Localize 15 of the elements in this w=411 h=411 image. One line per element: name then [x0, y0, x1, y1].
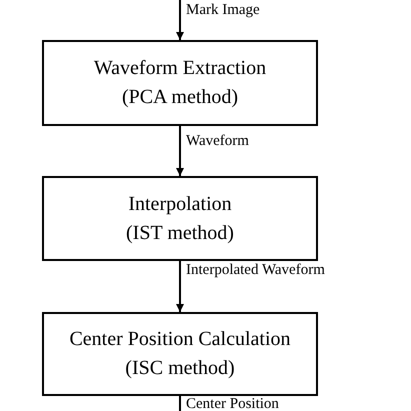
step-title: Center Position Calculation: [69, 328, 291, 351]
arrow: [176, 261, 184, 312]
edge-label: Interpolated Waveform: [185, 262, 326, 279]
edge-label: Center Position: [185, 396, 280, 411]
step-title: Interpolation: [128, 192, 232, 216]
arrow: [176, 0, 184, 40]
method-label: (PCA method): [122, 86, 238, 109]
edge-label: Mark Image: [185, 2, 261, 19]
process-box: [42, 312, 318, 396]
step-title: Waveform Extraction: [94, 57, 266, 80]
method-label: (ISC method): [125, 357, 235, 380]
method-label: (IST method): [126, 222, 234, 244]
arrow: [176, 126, 184, 176]
process-box: [42, 176, 318, 261]
process-box: [42, 40, 318, 126]
